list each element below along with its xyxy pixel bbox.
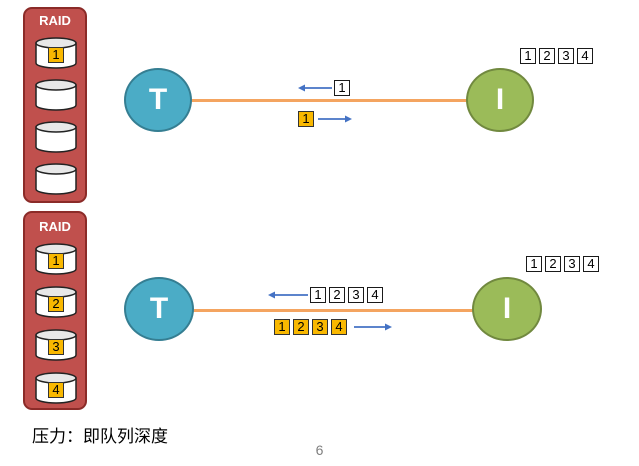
queue-block: 2 <box>539 48 555 64</box>
request-arrow-left-icon <box>298 84 332 92</box>
disk-1: 1 <box>35 37 77 69</box>
initiator-queue: 1 2 3 4 <box>520 48 593 64</box>
disk-block: 1 <box>48 253 64 269</box>
request-block: 4 <box>367 287 383 303</box>
response-block: 1 <box>274 319 290 335</box>
response-block: 3 <box>312 319 328 335</box>
queue-block: 1 <box>526 256 542 272</box>
disk-4 <box>35 163 77 195</box>
queue-block: 3 <box>564 256 580 272</box>
disk-4: 4 <box>35 372 77 404</box>
disk-3: 3 <box>35 329 77 361</box>
queue-block: 4 <box>583 256 599 272</box>
disk-block: 4 <box>48 382 64 398</box>
request-block: 3 <box>348 287 364 303</box>
queue-block: 1 <box>520 48 536 64</box>
disk-block: 2 <box>48 296 64 312</box>
request-blocks: 1 <box>334 80 350 96</box>
request-block: 1 <box>310 287 326 303</box>
raid-title: RAID <box>39 13 71 28</box>
response-arrow-right-icon <box>318 115 352 123</box>
initiator-node: I <box>472 277 542 341</box>
disk-block: 1 <box>48 47 64 63</box>
request-arrow-left-icon <box>268 291 308 299</box>
queue-block: 2 <box>545 256 561 272</box>
disk-2 <box>35 79 77 111</box>
connection-line <box>190 99 470 102</box>
response-block: 1 <box>298 111 314 127</box>
response-block: 2 <box>293 319 309 335</box>
request-block: 1 <box>334 80 350 96</box>
raid-array-1: RAID 1 <box>23 7 87 203</box>
initiator-queue: 1 2 3 4 <box>526 256 599 272</box>
initiator-node: I <box>466 68 534 132</box>
disk-1: 1 <box>35 243 77 275</box>
disk-icon <box>35 79 77 111</box>
request-blocks: 1 2 3 4 <box>310 287 383 303</box>
response-blocks: 1 2 3 4 <box>274 319 347 335</box>
disk-2: 2 <box>35 286 77 318</box>
target-node: T <box>124 277 194 341</box>
connection-line <box>192 309 476 312</box>
disk-icon <box>35 163 77 195</box>
response-blocks: 1 <box>298 111 314 127</box>
raid-title: RAID <box>39 219 71 234</box>
queue-block: 4 <box>577 48 593 64</box>
response-arrow-right-icon <box>354 323 392 331</box>
disk-icon <box>35 121 77 153</box>
page-number: 6 <box>315 442 324 458</box>
queue-block: 3 <box>558 48 574 64</box>
response-block: 4 <box>331 319 347 335</box>
disk-block: 3 <box>48 339 64 355</box>
request-block: 2 <box>329 287 345 303</box>
disk-3 <box>35 121 77 153</box>
raid-array-2: RAID 1 2 3 4 <box>23 211 87 410</box>
target-node: T <box>124 68 192 132</box>
caption: 压力：即队列深度 <box>32 427 168 447</box>
